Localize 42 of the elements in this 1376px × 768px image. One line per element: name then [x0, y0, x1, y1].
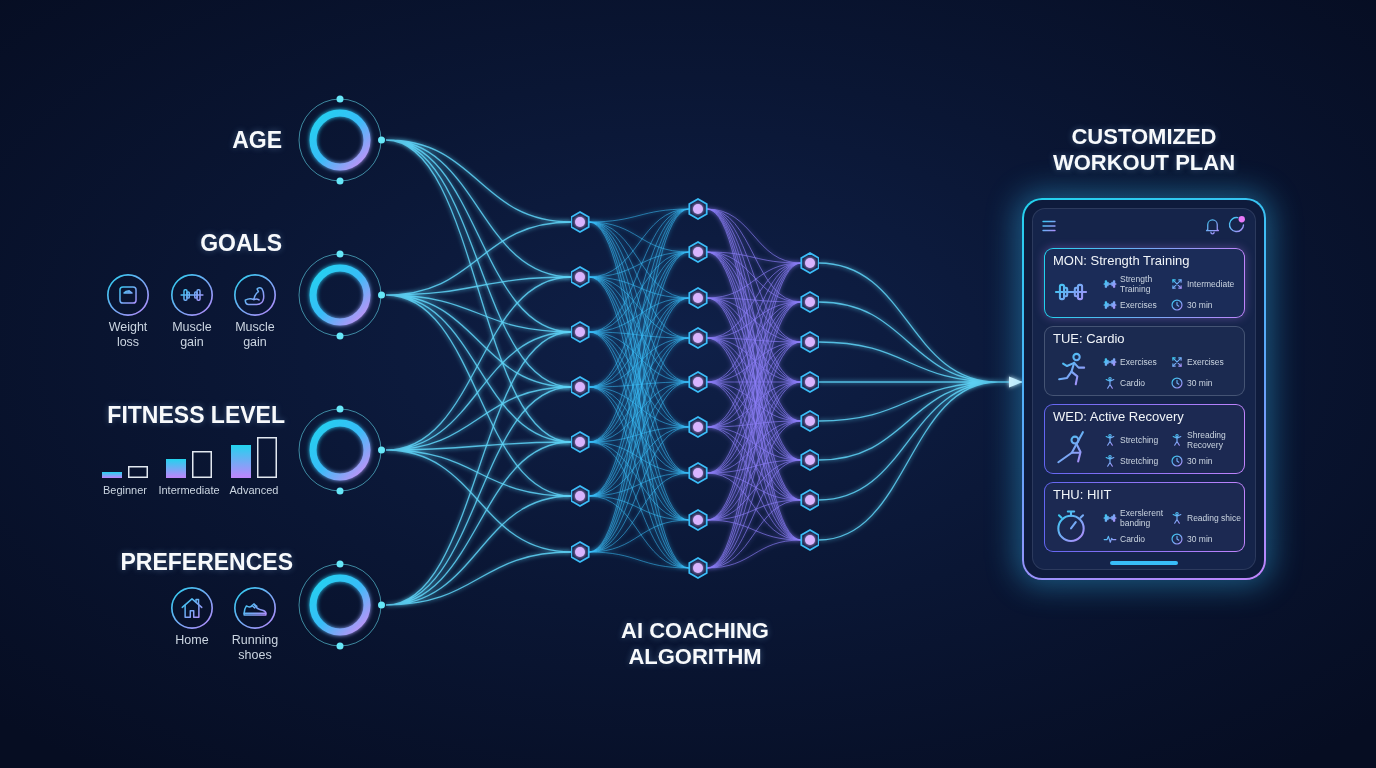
workout-card — [1044, 248, 1245, 318]
input-heading: PREFERENCES — [120, 549, 293, 575]
exercise-detail: 30 min — [1187, 378, 1213, 388]
option-caption: Muscle gain — [234, 320, 276, 350]
exercise-detail: Cardio — [1120, 378, 1146, 388]
workout-card — [1044, 404, 1245, 474]
exercise-detail: Exercises — [1120, 300, 1157, 310]
option-caption: Home — [175, 633, 209, 648]
input-heading: AGE — [232, 127, 282, 153]
exercise-detail: 30 min — [1187, 456, 1213, 466]
exercise-detail: Exercises — [1120, 357, 1157, 367]
level-caption: Advanced — [229, 484, 279, 497]
card-title: MON: Strength Training — [1053, 253, 1190, 269]
option-caption: Muscle gain — [171, 320, 213, 350]
exercise-detail: Intermediate — [1187, 279, 1235, 289]
section-heading: CUSTOMIZED WORKOUT PLAN — [1051, 124, 1237, 176]
card-title: THU: HIIT — [1053, 487, 1112, 503]
exercise-detail: 30 min — [1187, 300, 1213, 310]
workout-card — [1044, 326, 1245, 396]
fan-connector — [385, 276, 572, 553]
exercise-detail: Stretching — [1120, 435, 1159, 445]
exercise-detail: Reading shice — [1187, 513, 1241, 523]
exercise-detail: Strength Training — [1120, 274, 1154, 294]
option-caption: Weight loss — [107, 320, 149, 350]
input-heading: FITNESS LEVEL — [107, 402, 285, 428]
card-title: TUE: Cardio — [1053, 331, 1125, 347]
converging-arrow — [818, 262, 1023, 541]
exercise-detail: Shreading Recovery — [1187, 430, 1227, 450]
exercise-detail: 30 min — [1187, 534, 1213, 544]
fan-connector — [385, 221, 572, 497]
exercise-detail: Cardio — [1120, 534, 1146, 544]
card-title: WED: Active Recovery — [1053, 409, 1184, 425]
fan-connector — [385, 331, 572, 606]
level-caption: Intermediate — [158, 484, 220, 497]
exercise-detail: Exerslerent banding — [1120, 508, 1164, 528]
exercise-detail: Stretching — [1120, 456, 1159, 466]
input-heading: GOALS — [200, 230, 282, 256]
section-heading: AI COACHING ALGORITHM — [620, 618, 770, 670]
workout-card — [1044, 482, 1245, 552]
option-caption: Running shoes — [230, 633, 280, 663]
exercise-detail: Exercises — [1187, 357, 1224, 367]
level-caption: Beginner — [103, 484, 147, 497]
